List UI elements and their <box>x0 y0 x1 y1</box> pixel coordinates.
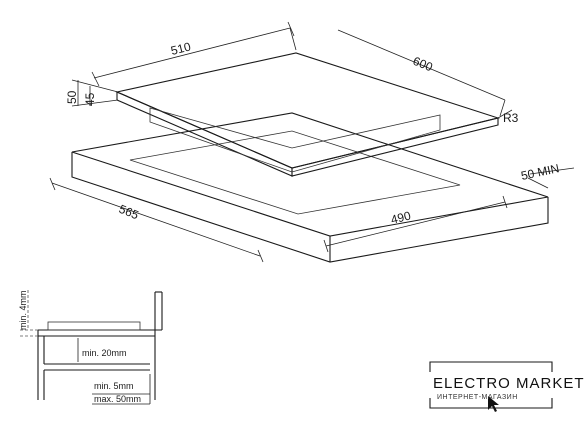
dim-cutout-depth: 490 <box>389 208 412 227</box>
dim-clearance-min: 50 MIN <box>520 161 561 183</box>
logo-subtitle: ИНТЕРНЕТ-МАГАЗИН <box>437 394 518 401</box>
hob <box>115 52 501 177</box>
dim-height-glass: 45 <box>83 92 97 106</box>
dim-corner-radius: R3 <box>503 111 519 125</box>
detail-min-4: min. 4mm <box>18 290 28 330</box>
electro-market-logo <box>429 361 553 412</box>
dim-cutout-width: 565 <box>117 202 141 223</box>
countertop <box>71 112 549 263</box>
dim-width-top: 510 <box>169 39 192 58</box>
logo-title: ELECTRO MARKET <box>433 375 585 392</box>
detail-max-50: max. 50mm <box>94 394 141 404</box>
cutout-opening <box>129 130 461 215</box>
detail-min-20: min. 20mm <box>82 348 127 358</box>
dim-height-total: 50 <box>65 90 79 104</box>
section-detail <box>20 290 163 405</box>
dim-depth-top: 600 <box>411 54 435 75</box>
detail-min-5: min. 5mm <box>94 381 134 391</box>
cursor-icon <box>488 396 499 412</box>
dimension-lines <box>49 21 575 263</box>
